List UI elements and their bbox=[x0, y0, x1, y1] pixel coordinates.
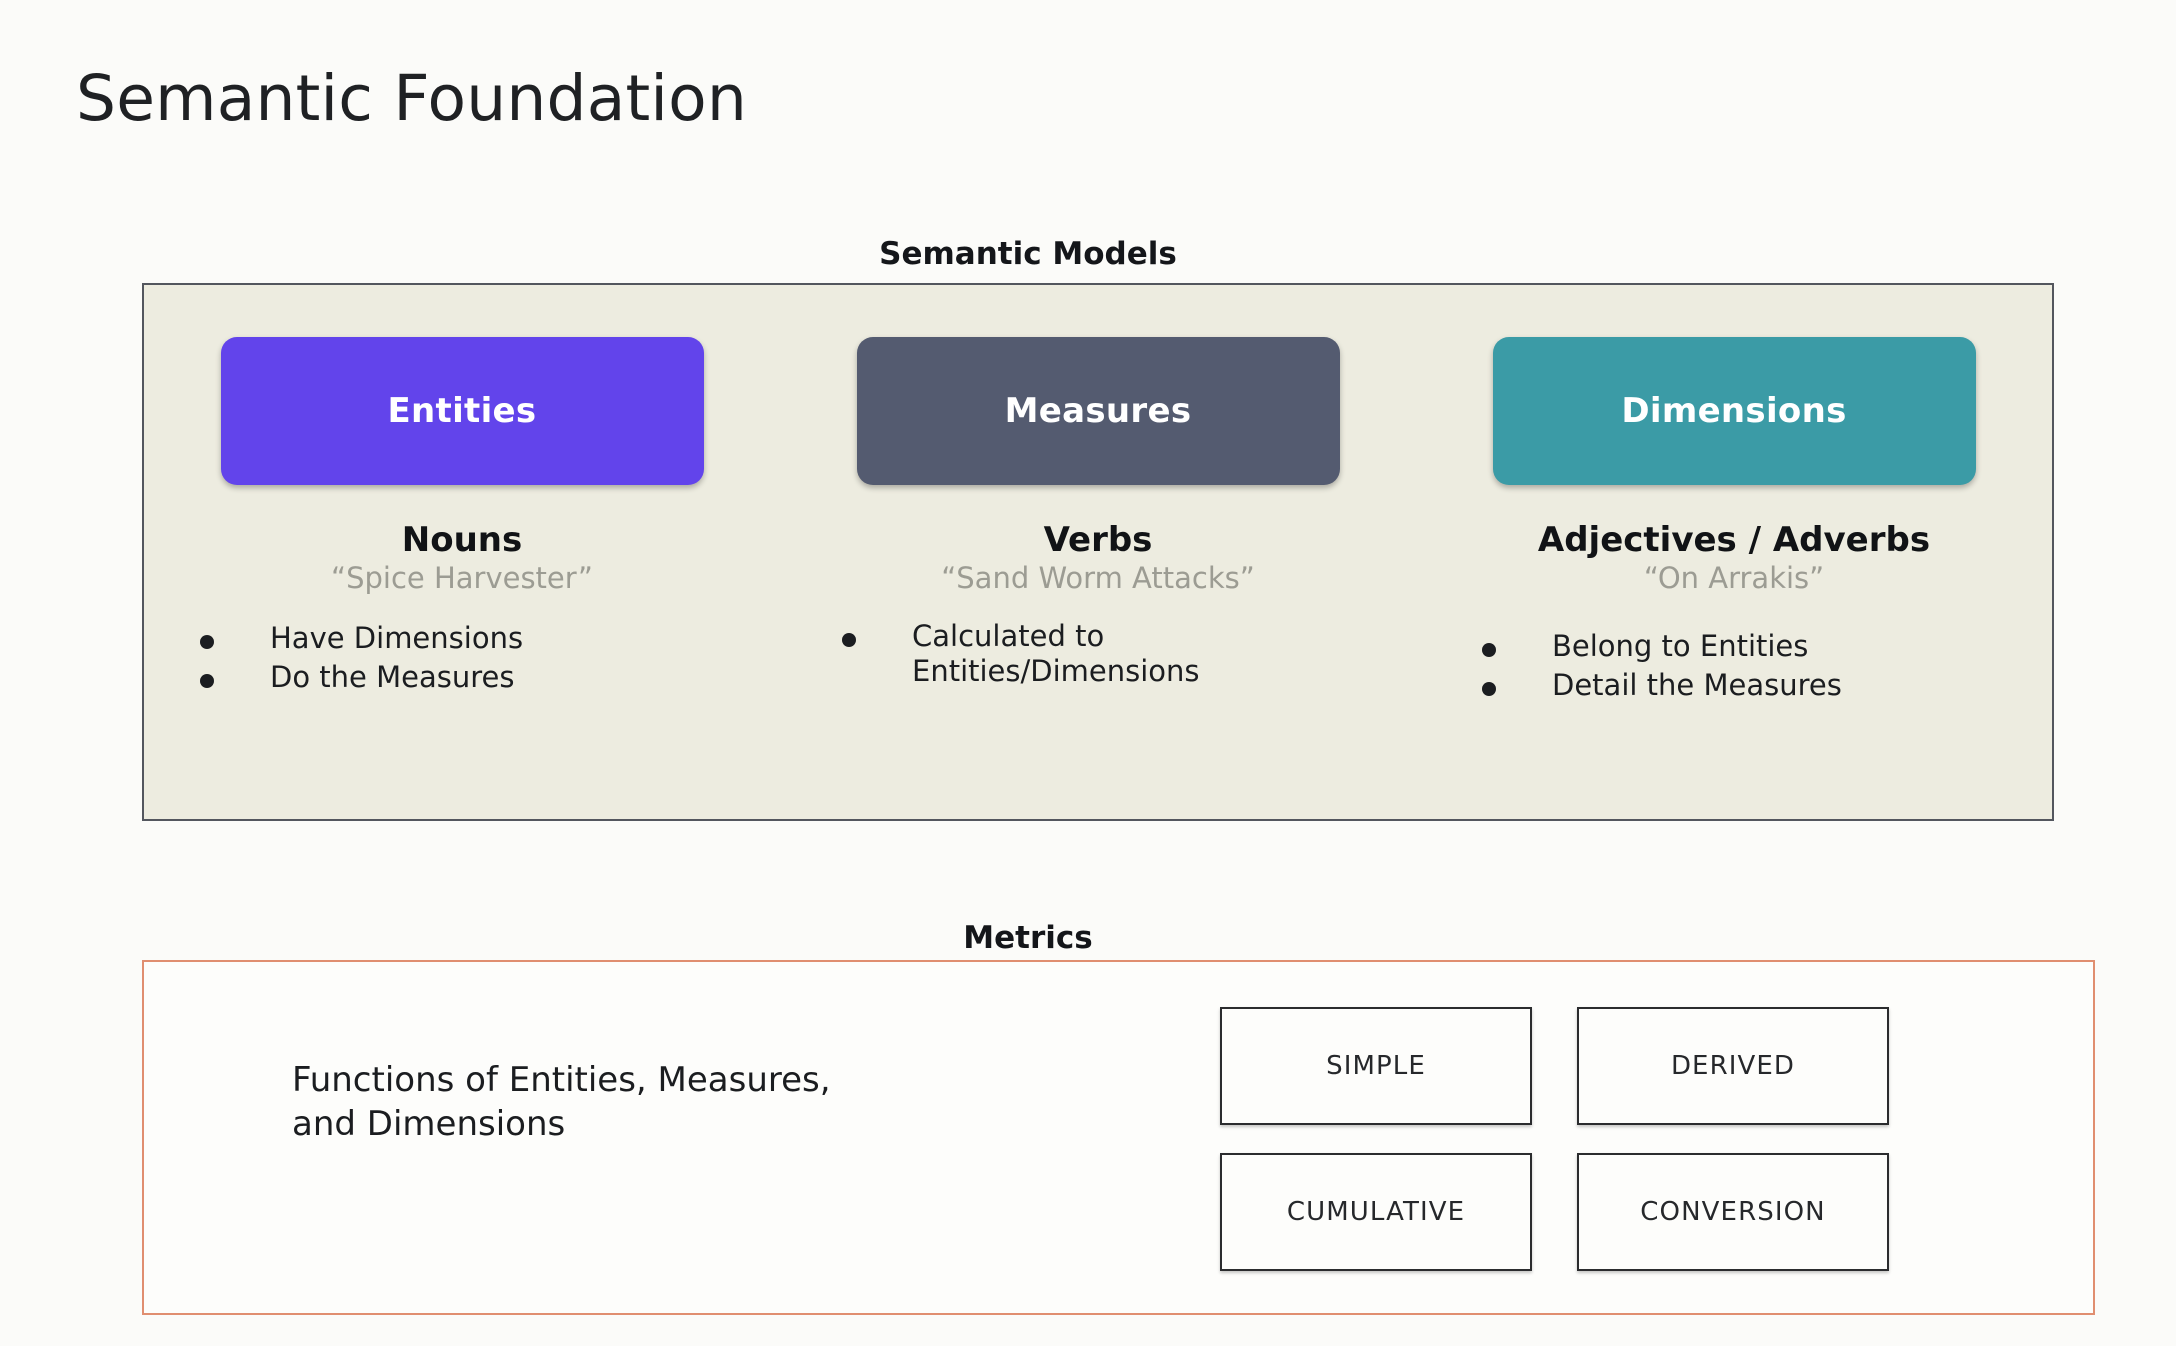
entities-example-quote: “Spice Harvester” bbox=[331, 560, 593, 595]
entities-pill[interactable]: Entities bbox=[220, 337, 704, 485]
bullet-dot-icon bbox=[842, 632, 856, 647]
list-item: Detail the Measures bbox=[1482, 668, 1842, 703]
measures-bullet-list: Calculated to Entities/Dimensions bbox=[842, 619, 1200, 694]
list-item: Have Dimensions bbox=[200, 621, 523, 656]
list-item: Belong to Entities bbox=[1482, 629, 1842, 664]
measures-pill[interactable]: Measures bbox=[856, 337, 1340, 485]
dimensions-pill-label: Dimensions bbox=[1621, 391, 1847, 431]
metrics-heading: Metrics bbox=[963, 920, 1093, 956]
measures-part-of-speech: Verbs bbox=[1043, 520, 1153, 560]
measures-bullet-0: Calculated to Entities/Dimensions bbox=[912, 618, 1200, 688]
metric-box-cumulative[interactable]: CUMULATIVE bbox=[1220, 1153, 1532, 1271]
metric-box-derived[interactable]: DERIVED bbox=[1577, 1007, 1889, 1125]
semantic-models-heading: Semantic Models bbox=[879, 236, 1177, 272]
entities-bullet-0: Have Dimensions bbox=[270, 620, 524, 655]
metric-label-simple: SIMPLE bbox=[1326, 1051, 1426, 1081]
metrics-description: Functions of Entities, Measures, and Dim… bbox=[292, 1060, 831, 1145]
metric-box-simple[interactable]: SIMPLE bbox=[1220, 1007, 1532, 1125]
entities-part-of-speech: Nouns bbox=[401, 520, 523, 560]
bullet-dot-icon bbox=[200, 673, 214, 688]
bullet-dot-icon bbox=[1482, 681, 1496, 696]
dimensions-example-quote: “On Arrakis” bbox=[1643, 560, 1825, 595]
page-title: Semantic Foundation bbox=[76, 62, 747, 135]
semantic-models-panel: Entities Nouns “Spice Harvester” Have Di… bbox=[142, 283, 2054, 821]
measures-example-quote: “Sand Worm Attacks” bbox=[941, 560, 1255, 595]
semantic-models-columns: Entities Nouns “Spice Harvester” Have Di… bbox=[144, 285, 2052, 819]
entities-pill-label: Entities bbox=[387, 391, 537, 431]
metric-box-conversion[interactable]: CONVERSION bbox=[1577, 1153, 1889, 1271]
entities-bullet-list: Have Dimensions Do the Measures bbox=[200, 621, 523, 700]
metric-label-cumulative: CUMULATIVE bbox=[1286, 1197, 1466, 1227]
metrics-type-grid: SIMPLE DERIVED CUMULATIVE CONVERSION bbox=[1220, 1007, 1889, 1271]
dimensions-bullet-list: Belong to Entities Detail the Measures bbox=[1482, 629, 1842, 708]
measures-pill-label: Measures bbox=[1004, 391, 1192, 431]
bullet-dot-icon bbox=[1482, 642, 1496, 657]
metric-label-derived: DERIVED bbox=[1670, 1051, 1796, 1081]
list-item: Calculated to Entities/Dimensions bbox=[842, 619, 1200, 690]
dimensions-pill[interactable]: Dimensions bbox=[1492, 337, 1976, 485]
dimensions-bullet-0: Belong to Entities bbox=[1552, 628, 1809, 663]
bullet-dot-icon bbox=[200, 634, 214, 649]
list-item: Do the Measures bbox=[200, 660, 523, 695]
semantic-column-entities: Entities Nouns “Spice Harvester” Have Di… bbox=[144, 285, 780, 819]
semantic-column-measures: Measures Verbs “Sand Worm Attacks” Calcu… bbox=[780, 285, 1416, 819]
entities-bullet-1: Do the Measures bbox=[270, 659, 515, 694]
metrics-panel: Functions of Entities, Measures, and Dim… bbox=[142, 960, 2095, 1315]
metric-label-conversion: CONVERSION bbox=[1640, 1197, 1826, 1227]
dimensions-part-of-speech: Adjectives / Adverbs bbox=[1537, 520, 1931, 560]
dimensions-bullet-1: Detail the Measures bbox=[1552, 667, 1842, 702]
semantic-column-dimensions: Dimensions Adjectives / Adverbs “On Arra… bbox=[1416, 285, 2052, 819]
